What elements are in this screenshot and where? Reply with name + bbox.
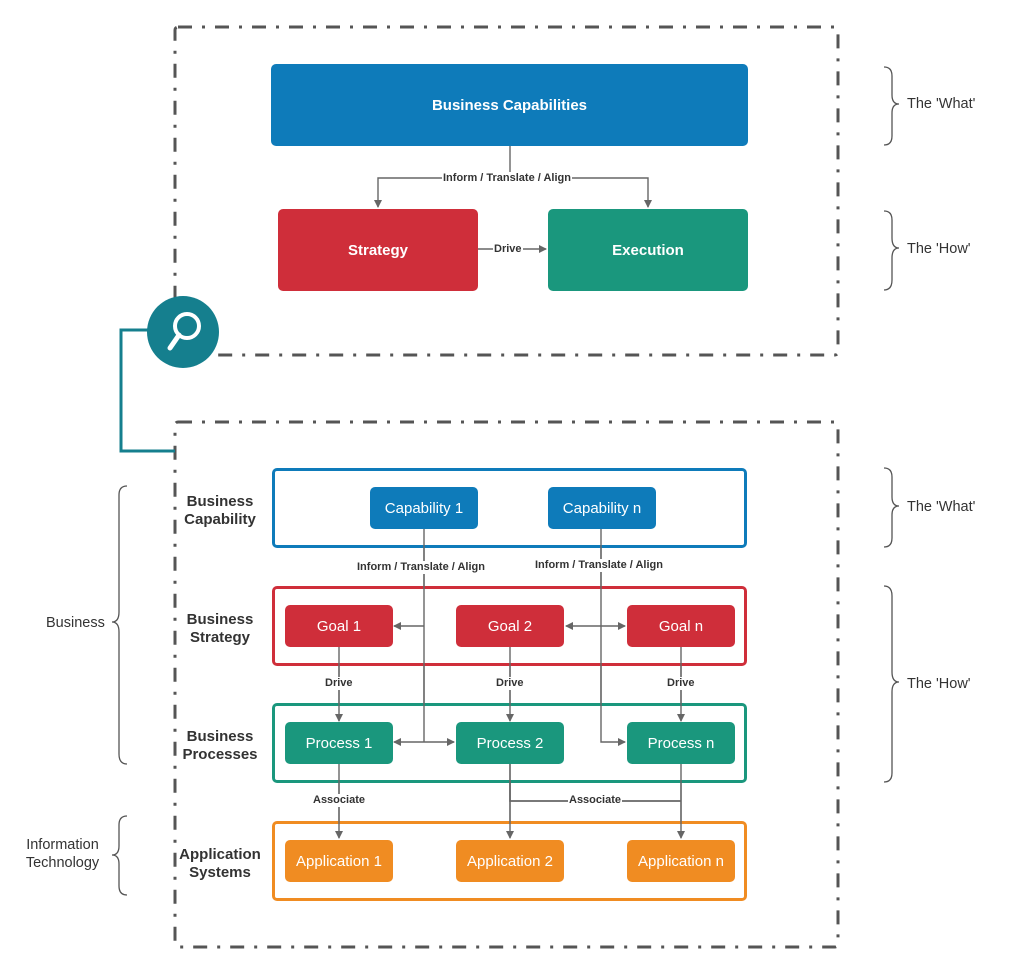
capability-lane (272, 468, 747, 548)
business-capabilities-box[interactable]: Business Capabilities (271, 64, 748, 146)
process-1-box[interactable]: Process 1 (285, 722, 393, 764)
drive-label-1: Drive (324, 677, 354, 690)
application-1-box[interactable]: Application 1 (285, 840, 393, 882)
inform-translate-align-label-top: Inform / Translate / Align (442, 172, 572, 185)
how-label-top: The 'How' (907, 241, 971, 257)
row-label-business-strategy: Business Strategy (186, 611, 254, 646)
brace-how-bottom (883, 585, 900, 783)
process-2-box[interactable]: Process 2 (456, 722, 564, 764)
search-badge[interactable] (147, 296, 219, 368)
application-n-box[interactable]: Application n (627, 840, 735, 882)
brace-business (111, 485, 128, 765)
row-label-application-systems: Application Systems (179, 846, 261, 881)
brace-how-top (883, 210, 900, 291)
inform-translate-align-label-2: Inform / Translate / Align (534, 559, 664, 572)
goal-2-box[interactable]: Goal 2 (456, 605, 564, 647)
drive-label-top: Drive (493, 243, 523, 256)
goal-1-box[interactable]: Goal 1 (285, 605, 393, 647)
drive-label-2: Drive (495, 677, 525, 690)
inform-translate-align-label-1: Inform / Translate / Align (356, 561, 486, 574)
capability-n-box[interactable]: Capability n (548, 487, 656, 529)
row-label-business-processes: Business Processes (182, 728, 258, 763)
information-technology-label: Information Technology (25, 837, 100, 871)
business-label: Business (46, 615, 105, 631)
search-icon (147, 296, 219, 368)
drive-label-3: Drive (666, 677, 696, 690)
what-label-top: The 'What' (907, 96, 976, 112)
associate-label-2: Associate (568, 794, 622, 807)
capability-1-box[interactable]: Capability 1 (370, 487, 478, 529)
what-label-bottom: The 'What' (907, 499, 976, 515)
how-label-bottom: The 'How' (907, 676, 971, 692)
strategy-box[interactable]: Strategy (278, 209, 478, 291)
associate-label-1: Associate (312, 794, 366, 807)
row-label-business-capability: Business Capability (184, 493, 256, 528)
application-2-box[interactable]: Application 2 (456, 840, 564, 882)
goal-n-box[interactable]: Goal n (627, 605, 735, 647)
brace-it (111, 815, 128, 896)
zoom-connector (119, 328, 175, 453)
brace-what-bottom (883, 467, 900, 548)
process-n-box[interactable]: Process n (627, 722, 735, 764)
brace-what-top (883, 66, 900, 146)
execution-box[interactable]: Execution (548, 209, 748, 291)
top-frame (173, 25, 840, 357)
